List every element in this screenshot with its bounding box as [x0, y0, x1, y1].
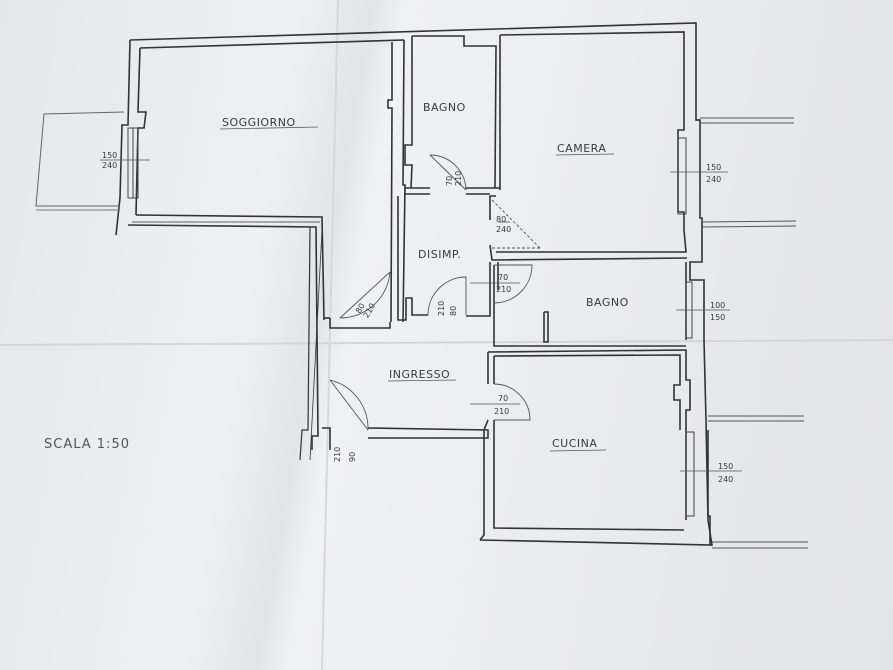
bagno-top-door-dims: 70 210 [445, 171, 463, 186]
bagno-mid-window-width: 100 [710, 301, 725, 310]
bagno-mid-door-height: 210 [496, 285, 511, 294]
cucina-window-height: 240 [718, 475, 733, 484]
camera-window-height: 240 [706, 175, 721, 184]
corridor-top-wall [329, 318, 391, 329]
camera-ext-line-c [701, 220, 797, 223]
ingresso-label-underline [387, 379, 457, 382]
ingresso-door-swing [493, 383, 531, 421]
soggiorno-bottom-wall-outer [127, 224, 319, 450]
door-swings [329, 154, 541, 431]
bagno-mid-walls [493, 265, 686, 347]
fold-line-horizontal [0, 339, 893, 346]
camera-window [677, 137, 687, 215]
disimp-right-walls [466, 262, 491, 317]
outer-wall-top-inner-left [139, 39, 405, 49]
fold-line-vertical [321, 0, 339, 670]
outer-wall-right-upper [689, 119, 705, 340]
entrance-door-height: 210 [333, 447, 342, 462]
cucina-top-inner [493, 354, 681, 430]
camera-door-height: 240 [496, 225, 511, 234]
camera-door-swing [491, 199, 541, 249]
entrance-door-dims: 210 90 [333, 447, 357, 462]
disimp-bottom-door-dims: 210 80 [437, 301, 458, 316]
camera-ext-line-d [701, 225, 797, 228]
bagno-top-left-inner [404, 36, 413, 189]
room-label-cucina: CUCINA [552, 437, 597, 450]
disimp-left-door-width: 80 [354, 302, 367, 315]
room-label-camera: CAMERA [557, 142, 606, 155]
camera-label-underline [555, 153, 615, 156]
corridor-left-wall-outer [299, 226, 311, 461]
ingresso-door-width: 70 [498, 394, 508, 403]
room-label-ingresso: INGRESSO [389, 368, 450, 381]
disimp-bottom-door-height: 210 [437, 301, 446, 316]
outer-wall-top-outer [129, 22, 700, 121]
walls [115, 22, 713, 546]
camera-door-jamb [489, 195, 496, 220]
camera-window-width: 150 [706, 163, 721, 172]
disimp-left-door-dims: 80 210 [354, 302, 377, 320]
ingresso-bottom-wall [367, 427, 489, 439]
soggiorno-window-width: 150 [102, 151, 117, 160]
bagno-mid-door-swing [493, 264, 533, 304]
room-label-bagno-mid: BAGNO [586, 296, 629, 309]
disimp-bottom-door-swing [427, 276, 467, 316]
camera-door-width: 80 [496, 215, 506, 224]
bagno-mid-stub [543, 311, 549, 343]
cucina-window-width: 150 [718, 462, 733, 471]
room-label-bagno-top: BAGNO [423, 101, 466, 114]
windows [35, 111, 808, 549]
bagno-top-door-swing [429, 154, 467, 191]
scale-note: SCALA 1:50 [44, 437, 130, 452]
cucina-right-outer [707, 430, 711, 545]
soggiorno-window-height: 240 [102, 161, 117, 170]
cucina-left-bottom-walls [493, 420, 685, 531]
disimp-left-walls [397, 196, 428, 321]
room-label-disimp: DISIMP. [418, 248, 461, 261]
bagno-mid-door-width: 70 [498, 273, 508, 282]
corridor-left-wall-line [309, 229, 323, 461]
cucina-window [685, 431, 695, 517]
ingresso-right-wall-bottom [479, 419, 489, 541]
partition-soggiorno-bagno-inner [387, 42, 393, 323]
entrance-door-swing [329, 379, 369, 431]
disimp-left-door-swing [339, 271, 391, 319]
soggiorno-label-underline [219, 126, 319, 130]
bagno-top-door-height: 210 [454, 171, 463, 186]
disimp-bottom-door-width: 80 [449, 306, 458, 316]
cucina-top-right-walls [487, 349, 691, 520]
dimension-leaders [100, 159, 742, 472]
soggiorno-balcony [35, 111, 125, 207]
room-label-soggiorno: SOGGIORNO [222, 116, 296, 129]
ingresso-door-height: 210 [494, 407, 509, 416]
bagno-top-walls [412, 35, 497, 189]
outer-wall-right-lower [479, 339, 713, 546]
partition-soggiorno-bagno [402, 39, 406, 323]
cucina-label-underline [549, 449, 607, 452]
bagno-top-door-width: 70 [445, 176, 454, 186]
bagno-mid-window-height: 150 [710, 313, 725, 322]
entrance-door-width: 90 [348, 452, 357, 462]
soggiorno-bottom-wall-inner [135, 214, 325, 321]
camera-bottom-wall-outer [489, 244, 688, 261]
entrance-jamb [322, 427, 331, 450]
